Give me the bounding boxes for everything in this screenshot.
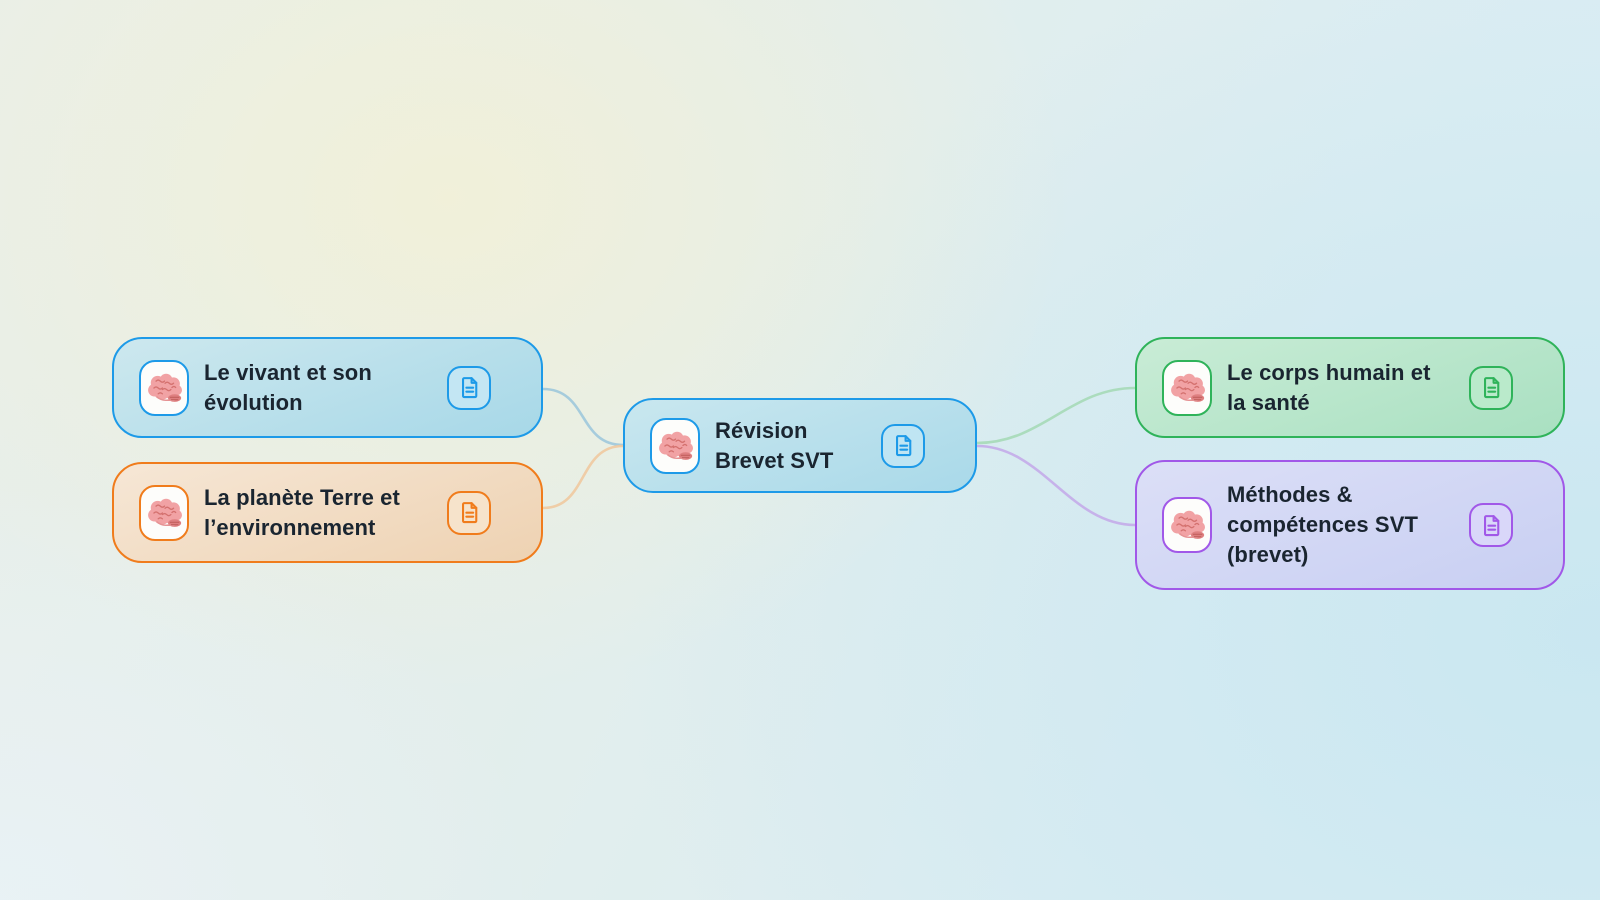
node-title: Le corps humain et la santé: [1227, 358, 1431, 418]
open-document-button[interactable]: [1469, 365, 1513, 410]
document-icon: [457, 375, 482, 400]
brain-icon: [650, 417, 700, 474]
node-title: Le vivant et son évolution: [204, 358, 372, 418]
node-title-line: l’environnement: [204, 514, 376, 540]
node-le-vivant-et-son-evolution[interactable]: Le vivant et son évolution: [112, 337, 543, 438]
brain-icon: [139, 484, 189, 541]
node-title-line: Le vivant et son: [204, 359, 372, 385]
document-icon: [891, 433, 916, 458]
brain-icon: [139, 359, 189, 416]
document-icon: [1479, 375, 1504, 400]
edge-center-methodes: [975, 444, 1137, 527]
open-document-button[interactable]: [447, 490, 491, 535]
node-title: Révision Brevet SVT: [715, 416, 833, 476]
node-title-line: la santé: [1227, 389, 1310, 415]
edge-vivant-center: [541, 387, 625, 447]
node-title-line: La planète Terre et: [204, 484, 400, 510]
edge-center-corps: [975, 386, 1137, 445]
node-revision-brevet-svt[interactable]: Révision Brevet SVT: [623, 398, 977, 493]
node-title-line: compétences SVT: [1227, 512, 1419, 537]
open-document-button[interactable]: [1469, 503, 1513, 547]
node-methodes-competences-svt-brevet[interactable]: Méthodes & compétences SVT (brevet): [1135, 460, 1565, 590]
node-title: La planète Terre et l’environnement: [204, 483, 400, 543]
node-title-line: Le corps humain et: [1227, 359, 1431, 385]
node-le-corps-humain-et-la-sante[interactable]: Le corps humain et la santé: [1135, 337, 1565, 438]
node-title-line: Révision: [715, 417, 808, 443]
node-title: Méthodes & compétences SVT (brevet): [1227, 480, 1418, 570]
node-title-line: Méthodes &: [1227, 482, 1353, 507]
document-icon: [1479, 513, 1504, 538]
edge-terre-center: [541, 444, 625, 510]
brain-icon: [1162, 359, 1212, 416]
node-title-line: (brevet): [1227, 542, 1309, 567]
open-document-button[interactable]: [447, 365, 491, 410]
document-icon: [457, 500, 482, 525]
brain-icon: [1162, 497, 1212, 553]
node-title-line: évolution: [204, 389, 303, 415]
open-document-button[interactable]: [881, 423, 925, 468]
node-title-line: Brevet SVT: [715, 447, 834, 473]
node-la-planete-terre-et-environnement[interactable]: La planète Terre et l’environnement: [112, 462, 543, 563]
